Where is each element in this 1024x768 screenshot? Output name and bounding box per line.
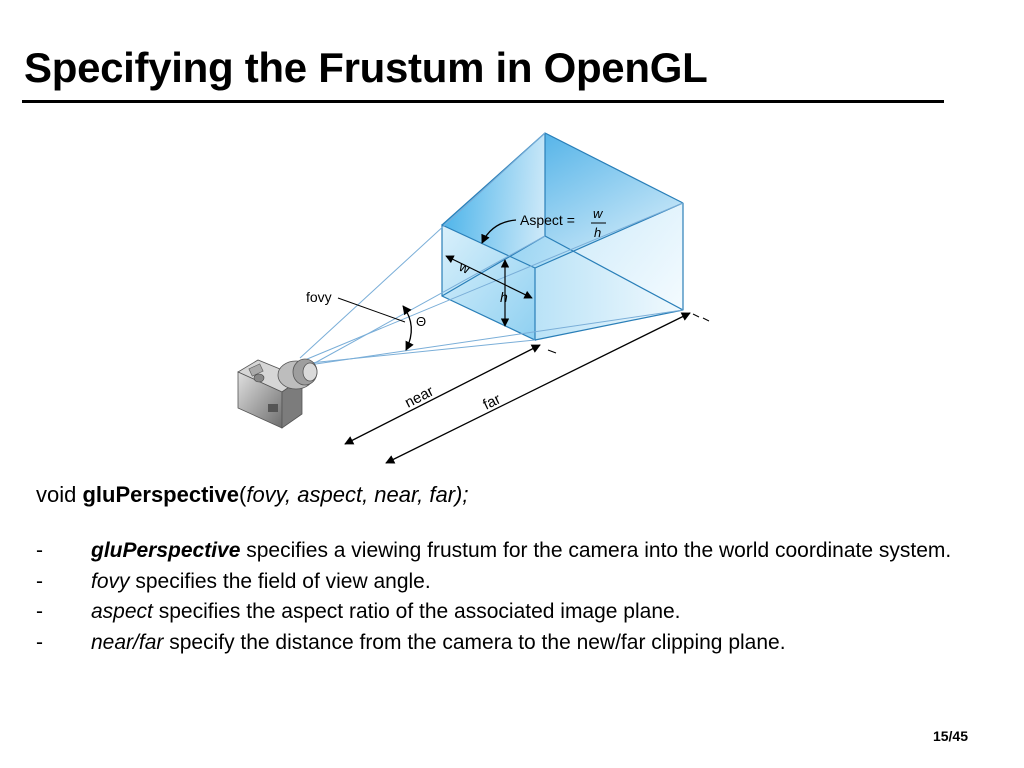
far-tick-1 xyxy=(692,313,700,318)
frustum-diagram: Aspect = w h w h fovy Θ near far xyxy=(237,132,710,464)
function-name: gluPerspective xyxy=(82,482,239,507)
bullet-item-gluperspective: - gluPerspective specifies a viewing frus… xyxy=(36,536,976,567)
bullet-text: specify the distance from the camera to … xyxy=(163,630,786,654)
bullet-term: near/far xyxy=(91,630,164,654)
bullet-item-near-far: - near/far specify the distance from the … xyxy=(36,628,976,659)
fovy-leader-line xyxy=(337,297,406,323)
open-paren: ( xyxy=(239,482,247,507)
near-tick xyxy=(547,349,557,354)
bullet-text: specifies the field of view angle. xyxy=(129,569,431,593)
near-arrow xyxy=(344,344,541,445)
bullet-dash: - xyxy=(36,539,43,562)
bullet-item-aspect: - aspect specifies the aspect ratio of th… xyxy=(36,597,976,628)
fovy-angle-arc xyxy=(402,305,414,351)
page-number: 15/45 xyxy=(932,728,968,744)
bullet-dash: - xyxy=(36,630,43,654)
far-arrow xyxy=(385,312,691,464)
far-label: far xyxy=(480,391,503,414)
function-params: fovy, aspect, near, far); xyxy=(246,482,469,507)
fovy-label: fovy xyxy=(306,289,332,305)
bullet-term: gluPerspective xyxy=(91,539,241,562)
bullet-text: specifies the aspect ratio of the associ… xyxy=(152,600,681,623)
near-label: near xyxy=(402,383,436,412)
theta-label: Θ xyxy=(416,314,426,329)
width-arrow xyxy=(445,255,533,299)
height-label: h xyxy=(500,289,508,305)
camera-icon xyxy=(237,358,318,429)
aspect-denominator: h xyxy=(594,225,601,240)
bullet-text: specifies a viewing frustum for the came… xyxy=(240,539,952,562)
slide-title: Specifying the Frustum in OpenGL xyxy=(24,44,708,91)
bullet-item-fovy: - fovy specifies the field of view angle. xyxy=(36,567,976,598)
bullet-dash: - xyxy=(36,600,43,623)
aspect-label: Aspect = xyxy=(520,212,575,228)
function-signature: void gluPerspective(fovy, aspect, near, … xyxy=(36,482,468,508)
bullet-term: aspect xyxy=(91,600,153,623)
frustum xyxy=(441,132,684,341)
bullet-dash: - xyxy=(36,569,43,593)
aspect-arrow xyxy=(481,219,517,244)
title-underline xyxy=(22,100,944,103)
bullet-term: fovy xyxy=(91,569,130,593)
far-tick-2 xyxy=(702,317,710,322)
return-type: void xyxy=(36,482,77,507)
bullet-list: - gluPerspective specifies a viewing frus… xyxy=(36,536,976,658)
aspect-numerator: w xyxy=(593,206,604,221)
